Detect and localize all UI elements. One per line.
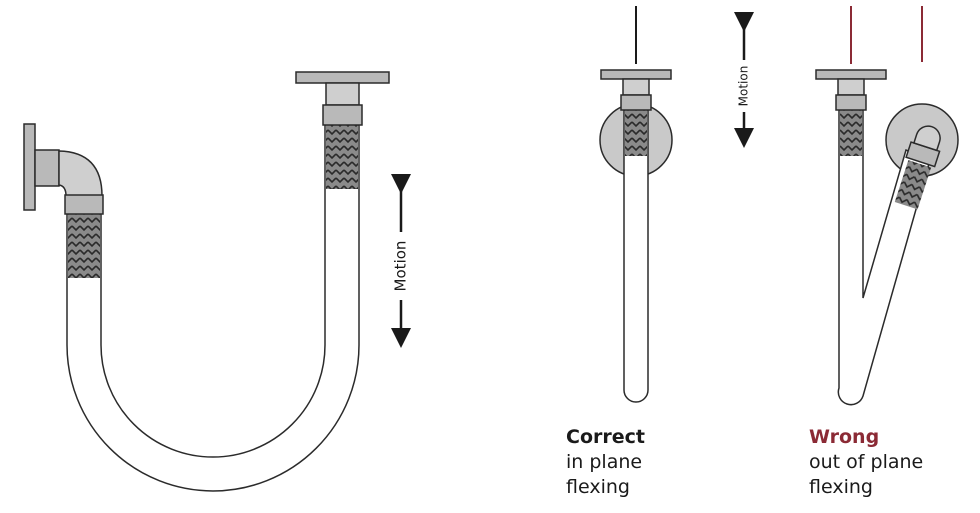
correct-flexing-assembly bbox=[599, 6, 673, 403]
caption-correct: Correct in plane flexing bbox=[566, 425, 645, 500]
left-braid bbox=[68, 214, 100, 278]
elbow-fitting bbox=[58, 150, 103, 197]
left-collar bbox=[64, 194, 104, 215]
right-top-flange bbox=[295, 71, 390, 84]
caption-correct-line1: in plane bbox=[566, 451, 643, 473]
right-flange-neck bbox=[325, 82, 360, 106]
u-loop-hose bbox=[66, 124, 360, 492]
correct-hose bbox=[623, 109, 649, 403]
wrong-braid-left bbox=[840, 110, 862, 156]
correct-collar bbox=[620, 94, 652, 111]
left-wall-flange bbox=[23, 123, 36, 211]
correct-flange bbox=[600, 69, 672, 80]
motion-arrow-left: Motion bbox=[391, 174, 411, 348]
right-braid bbox=[326, 125, 358, 189]
u-loop-hose-assembly bbox=[23, 71, 390, 492]
caption-correct-line2: flexing bbox=[566, 476, 630, 498]
caption-wrong-line1: out of plane bbox=[809, 451, 924, 473]
caption-wrong-line2: flexing bbox=[809, 476, 873, 498]
caption-wrong: Wrong out of plane flexing bbox=[809, 425, 923, 500]
motion-label-left: Motion bbox=[392, 241, 410, 292]
motion-label-middle: Motion bbox=[737, 66, 751, 107]
wrong-flexing-assembly bbox=[815, 6, 959, 406]
wrong-neck bbox=[837, 78, 865, 96]
left-flange-hub bbox=[34, 149, 60, 187]
motion-arrow-middle: Motion bbox=[734, 12, 754, 148]
correct-neck bbox=[622, 78, 650, 96]
correct-braid bbox=[625, 110, 647, 156]
wrong-angled-fitting bbox=[894, 125, 941, 210]
caption-wrong-head: Wrong bbox=[809, 426, 880, 448]
wrong-flange bbox=[815, 69, 887, 80]
caption-correct-head: Correct bbox=[566, 426, 645, 448]
right-collar bbox=[322, 104, 363, 126]
wrong-collar bbox=[835, 94, 867, 111]
